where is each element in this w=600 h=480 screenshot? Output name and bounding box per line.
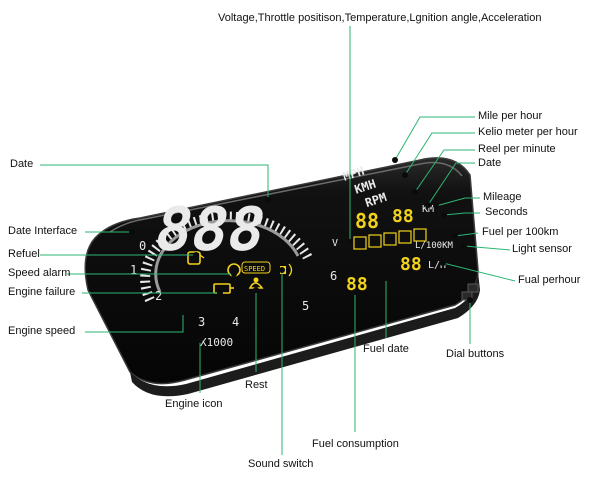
label-fuel-per-100km: Fuel per 100km bbox=[482, 226, 559, 238]
unit-km: KM bbox=[422, 204, 434, 215]
label-mileage: Mileage bbox=[483, 191, 522, 203]
label-light-sensor: Light sensor bbox=[512, 243, 572, 255]
yellow-digits-mid: 88 bbox=[355, 209, 379, 233]
parameter-icons bbox=[353, 228, 427, 250]
yellow-digits-low: 88 bbox=[400, 254, 422, 275]
rpm-tick-3: 3 bbox=[198, 315, 205, 329]
label-date-interface: Date Interface bbox=[8, 225, 78, 237]
rpm-tick-1: 1 bbox=[130, 263, 137, 277]
refuel-icon bbox=[187, 251, 205, 265]
label-engine-icon: Engine icon bbox=[165, 398, 223, 410]
rpm-tick-0: 0 bbox=[139, 239, 146, 253]
label-refuel: Refuel bbox=[8, 248, 40, 260]
label-date-left: Date bbox=[10, 158, 34, 170]
label-top-parameters: Voltage,Throttle positison,Temperature,L… bbox=[218, 12, 542, 24]
label-fual-perhour: Fual perhour bbox=[518, 274, 581, 286]
unit-l100km: L/100KM bbox=[415, 241, 454, 251]
big-speed-digits: 888 bbox=[149, 196, 272, 265]
rest-icon bbox=[248, 277, 264, 289]
label-seconds: Seconds bbox=[485, 206, 528, 218]
label-speed-alarm: Speed alarm bbox=[8, 267, 71, 279]
rpm-tick-5: 5 bbox=[302, 299, 309, 313]
label-date-right: Date bbox=[478, 157, 502, 169]
leader-dots bbox=[129, 157, 473, 343]
unit-kmh: KMH bbox=[353, 177, 378, 197]
leader-lines bbox=[40, 26, 516, 455]
rpm-tick-6: 6 bbox=[330, 269, 337, 283]
label-sound-switch: Sound switch bbox=[248, 458, 314, 470]
label-reel-per-minute: Reel per minute bbox=[478, 143, 556, 155]
unit-v: V bbox=[332, 238, 338, 249]
dial-button-2[interactable] bbox=[467, 283, 479, 293]
label-fuel-consumption: Fuel consumption bbox=[312, 438, 399, 450]
label-engine-failure: Engine failure bbox=[8, 286, 76, 298]
label-rest: Rest bbox=[245, 379, 268, 391]
label-dial-buttons: Dial buttons bbox=[446, 348, 505, 360]
label-kelio-meter: Kelio meter per hour bbox=[478, 126, 578, 138]
rpm-gauge: 0 1 2 3 4 5 6 X1000 bbox=[130, 211, 337, 349]
unit-rpm: RPM bbox=[363, 190, 388, 210]
fuel-date-digits: 88 bbox=[346, 274, 368, 295]
speed-unit-labels: MPH KMH RPM bbox=[341, 164, 388, 210]
label-engine-speed: Engine speed bbox=[8, 325, 76, 337]
label-fuel-date: Fuel date bbox=[363, 343, 409, 355]
device-bevel bbox=[109, 161, 463, 233]
label-mile-per-hour: Mile per hour bbox=[478, 110, 543, 122]
rpm-multiplier: X1000 bbox=[200, 336, 233, 349]
rpm-tick-4: 4 bbox=[232, 315, 239, 329]
unit-lh: L/H bbox=[428, 260, 446, 271]
yellow-digits-top: 88 bbox=[392, 206, 414, 227]
unit-mph: MPH bbox=[341, 164, 366, 184]
speed-badge: SPEED bbox=[244, 265, 265, 273]
rpm-tick-2: 2 bbox=[155, 289, 162, 303]
